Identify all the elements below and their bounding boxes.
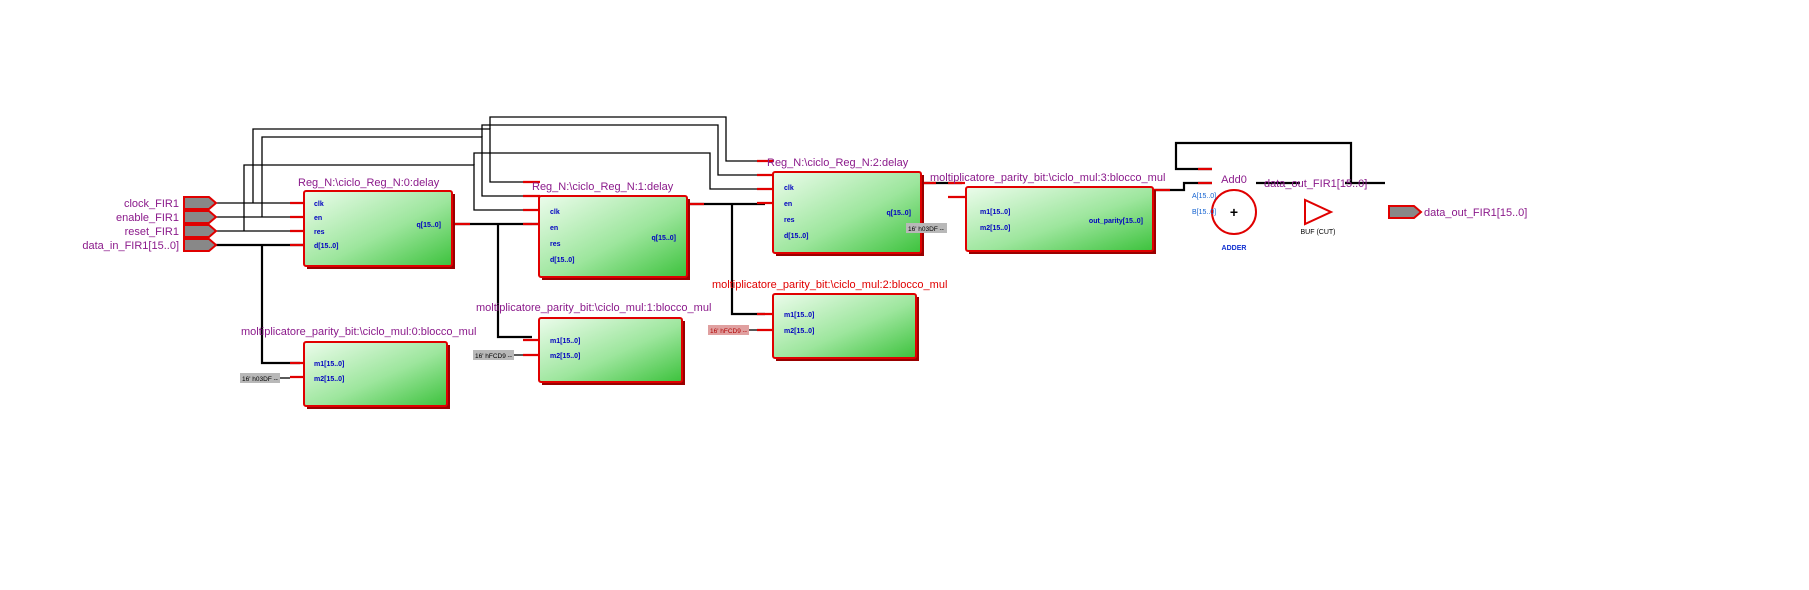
adder-title: Add0 xyxy=(1221,174,1247,186)
register-title-2: Reg_N:\ciclo_Reg_N:2:delay xyxy=(767,157,909,169)
constant-m2-0: 16' h03DF -- xyxy=(240,373,290,383)
input-pin-clock[interactable]: clock_FIR1 xyxy=(124,196,218,210)
port-q: q[15..0] xyxy=(886,210,911,217)
multiplier-title-0: moltiplicatore_parity_bit:\ciclo_mul:0:b… xyxy=(241,326,476,338)
port-clk: clk xyxy=(784,185,794,192)
register-title-0: Reg_N:\ciclo_Reg_N:0:delay xyxy=(298,177,440,189)
output-label: data_out_FIR1[15..0] xyxy=(1424,207,1527,219)
port-m2: m2[15..0] xyxy=(550,353,580,360)
input-label-reset: reset_FIR1 xyxy=(125,226,179,238)
input-pin-data-in[interactable]: data_in_FIR1[15..0] xyxy=(82,238,218,252)
output-pin-data-out[interactable]: data_out_FIR1[15..0] data_out_FIR1[15..0… xyxy=(1264,178,1527,219)
adder-port-b: B[15..0] xyxy=(1192,209,1216,216)
port-res: res xyxy=(784,217,795,224)
port-en: en xyxy=(784,201,792,208)
constant-m2-3: 16' h03DF -- xyxy=(906,223,947,233)
constant-m2-1: 16' hFCD9 -- xyxy=(473,350,523,360)
svg-text:16' hFCD9 --: 16' hFCD9 -- xyxy=(710,328,747,335)
input-pin-reset[interactable]: reset_FIR1 xyxy=(125,224,218,238)
register-block-2[interactable]: Reg_N:\ciclo_Reg_N:2:delay clk en res d[… xyxy=(767,157,924,256)
port-clk: clk xyxy=(314,201,324,208)
multiplier-title-1: moltiplicatore_parity_bit:\ciclo_mul:1:b… xyxy=(476,302,711,314)
multiplier-block-0[interactable]: moltiplicatore_parity_bit:\ciclo_mul:0:b… xyxy=(241,326,476,409)
register-title-1: Reg_N:\ciclo_Reg_N:1:delay xyxy=(532,181,674,193)
port-res: res xyxy=(550,241,561,248)
buffer-block[interactable]: BUF (CUT) xyxy=(1301,198,1336,236)
port-m2: m2[15..0] xyxy=(980,225,1010,232)
input-label-enable: enable_FIR1 xyxy=(116,212,179,224)
port-q: q[15..0] xyxy=(651,235,676,242)
multiplier-block-1[interactable]: moltiplicatore_parity_bit:\ciclo_mul:1:b… xyxy=(476,302,711,385)
svg-text:16' h03DF --: 16' h03DF -- xyxy=(908,226,944,233)
port-d: d[15..0] xyxy=(314,243,339,250)
constant-m2-2: 16' hFCD9 -- xyxy=(708,325,757,335)
port-clk: clk xyxy=(550,209,560,216)
port-m1: m1[15..0] xyxy=(314,361,344,368)
input-label-data-in: data_in_FIR1[15..0] xyxy=(82,240,179,252)
multiplier-title-3: moltiplicatore_parity_bit:\ciclo_mul:3:b… xyxy=(930,172,1165,184)
plus-symbol: + xyxy=(1230,204,1238,220)
multiplier-block-3[interactable]: moltiplicatore_parity_bit:\ciclo_mul:3:b… xyxy=(930,172,1165,254)
svg-text:16' h03DF --: 16' h03DF -- xyxy=(242,376,278,383)
input-pin-enable[interactable]: enable_FIR1 xyxy=(116,210,218,224)
adder-port-a: A[15..0] xyxy=(1192,193,1216,200)
register-block-0[interactable]: Reg_N:\ciclo_Reg_N:0:delay clk en res d[… xyxy=(298,177,455,269)
port-out-parity: out_parity[15..0] xyxy=(1089,218,1143,225)
port-en: en xyxy=(314,215,322,222)
port-m1: m1[15..0] xyxy=(980,209,1010,216)
multiplier-title-2: moltiplicatore_parity_bit:\ciclo_mul:2:b… xyxy=(712,279,947,291)
adder-block[interactable]: Add0 + A[15..0] B[15..0] ADDER xyxy=(1192,174,1257,252)
port-m1: m1[15..0] xyxy=(784,312,814,319)
port-m2: m2[15..0] xyxy=(314,376,344,383)
port-d: d[15..0] xyxy=(550,257,575,264)
port-m1: m1[15..0] xyxy=(550,338,580,345)
port-res: res xyxy=(314,229,325,236)
port-m2: m2[15..0] xyxy=(784,328,814,335)
port-en: en xyxy=(550,225,558,232)
output-net-label: data_out_FIR1[15..0] xyxy=(1264,178,1367,190)
adder-type-label: ADDER xyxy=(1222,245,1247,252)
port-d: d[15..0] xyxy=(784,233,809,240)
buffer-triangle xyxy=(1304,198,1334,226)
register-block-1[interactable]: Reg_N:\ciclo_Reg_N:1:delay clk en res d[… xyxy=(532,181,690,280)
input-label-clock: clock_FIR1 xyxy=(124,198,179,210)
multiplier-block-2[interactable]: moltiplicatore_parity_bit:\ciclo_mul:2:b… xyxy=(712,279,947,361)
port-q: q[15..0] xyxy=(416,222,441,229)
buffer-label: BUF (CUT) xyxy=(1301,229,1336,236)
svg-text:16' hFCD9 --: 16' hFCD9 -- xyxy=(475,353,512,360)
